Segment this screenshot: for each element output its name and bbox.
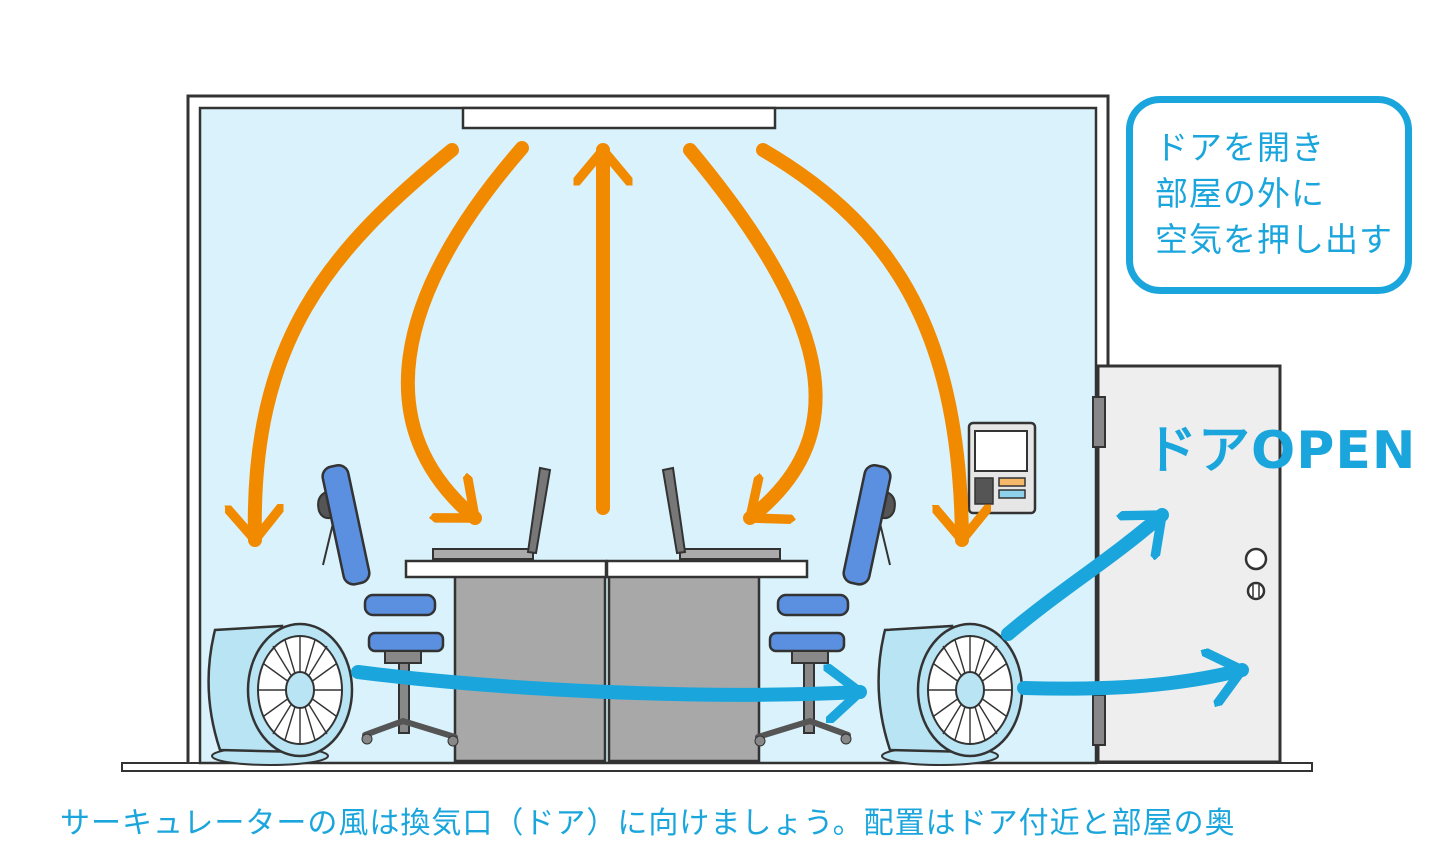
airflow-arrow-out-upper bbox=[1001, 508, 1169, 641]
door bbox=[1092, 364, 1282, 764]
caption-text: サーキュレーターの風は換気口（ドア）に向けましょう。配置はドア付近と部屋の奥 bbox=[60, 806, 1236, 841]
door-knob-icon bbox=[1244, 547, 1268, 571]
airflow-arrow-across-room bbox=[351, 672, 867, 695]
desk bbox=[404, 559, 809, 763]
airflow-arrow-left bbox=[255, 143, 459, 547]
airflow-arrow-right bbox=[756, 143, 962, 547]
laptop-icon bbox=[661, 466, 781, 560]
airflow-arrow-right-inner bbox=[683, 143, 823, 525]
ceiling-vent-icon bbox=[461, 106, 777, 130]
door-open-label: ドアOPEN bbox=[1145, 421, 1417, 481]
callout-box: ドアを開き 部屋の外に 空気を押し出す bbox=[1126, 96, 1412, 294]
airflow-arrow-left-inner bbox=[401, 141, 529, 525]
callout-line-2: 部屋の外に bbox=[1155, 174, 1325, 213]
callout-line-3: 空気を押し出す bbox=[1155, 220, 1393, 259]
callout-line-1: ドアを開き bbox=[1155, 128, 1325, 167]
circulator-fan-icon bbox=[207, 622, 354, 767]
orange-airflow-arrows bbox=[255, 141, 962, 547]
laptop-icon bbox=[432, 466, 552, 560]
door-lock-icon bbox=[1246, 581, 1266, 601]
wall-panel-icon bbox=[967, 421, 1037, 515]
blue-airflow-arrows bbox=[351, 508, 1249, 695]
airflow-arrow-out-lower bbox=[1017, 670, 1249, 689]
circulator-fan-icon bbox=[877, 622, 1024, 767]
